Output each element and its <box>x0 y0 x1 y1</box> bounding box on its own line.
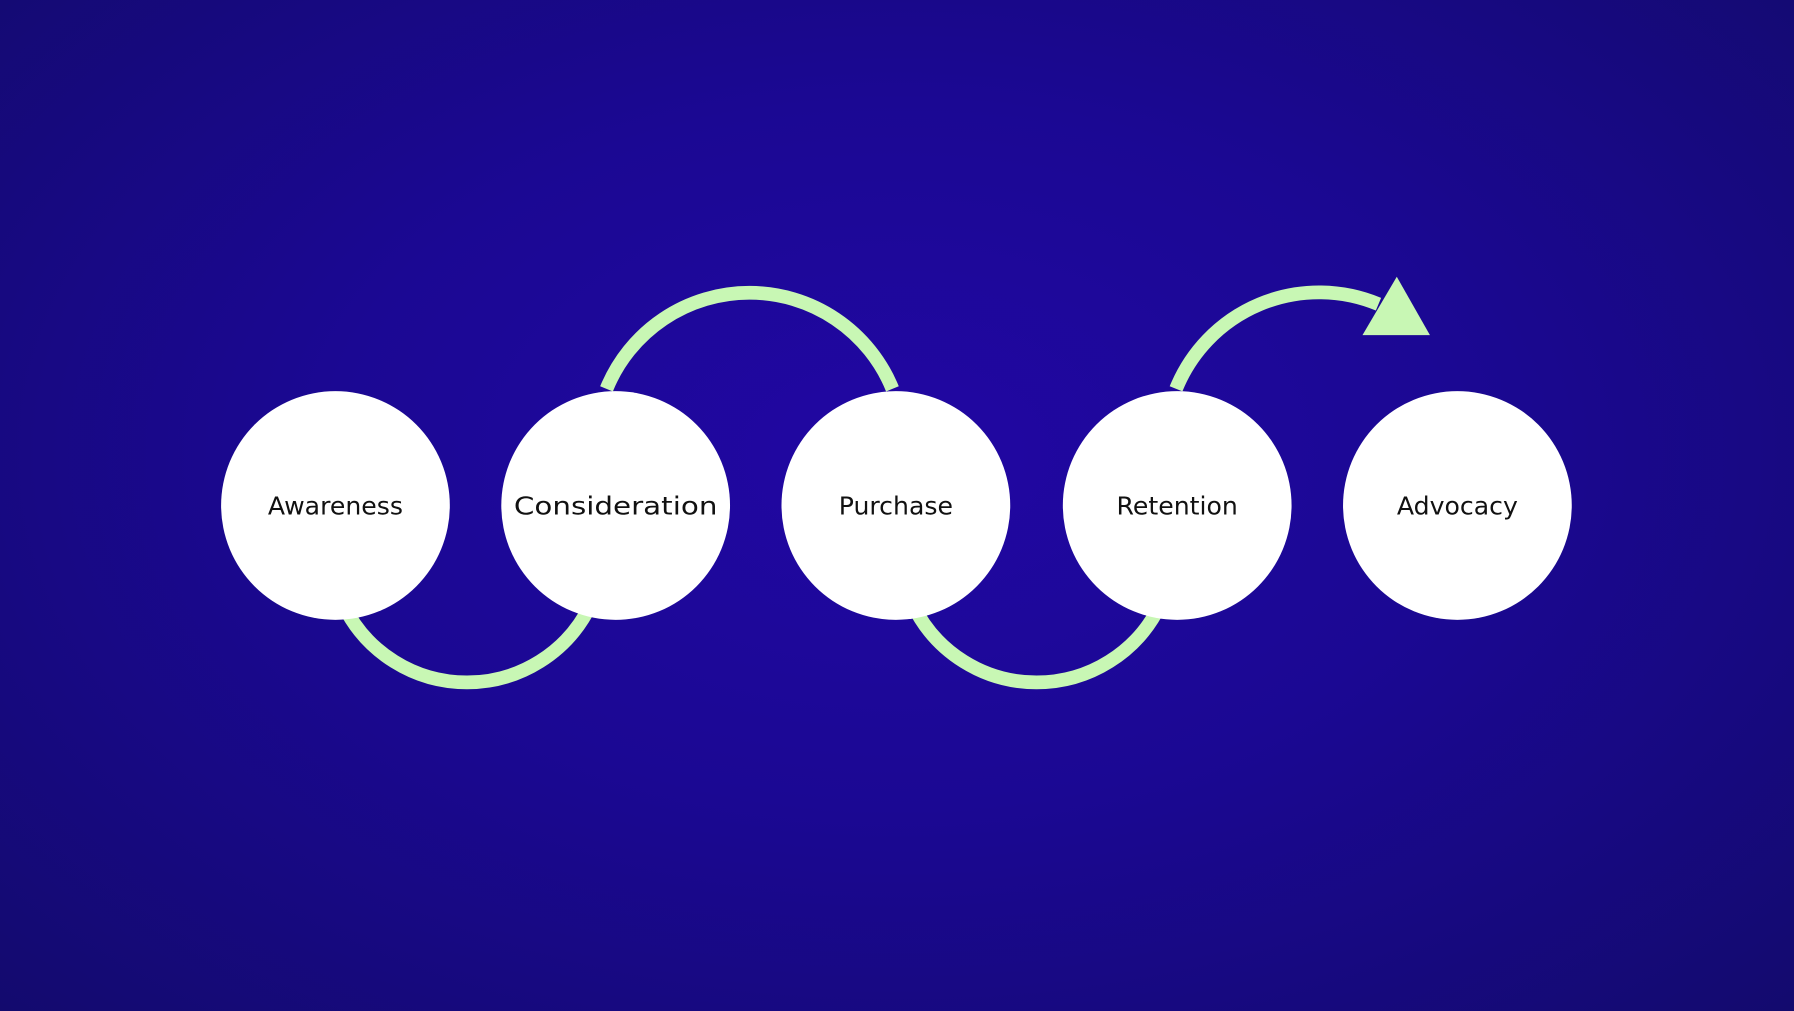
connector-arc-retention-advocacy <box>1169 285 1382 392</box>
stage-node-purchase: Purchase <box>781 391 1011 620</box>
connector-arc-awareness-consideration <box>337 602 597 690</box>
stage-node-consideration: Consideration <box>501 391 731 620</box>
stage-label: Advocacy <box>1397 492 1518 521</box>
stage-label: Purchase <box>839 492 953 521</box>
stage-label: Retention <box>1117 492 1238 521</box>
arrowhead-icon <box>1362 276 1430 336</box>
stage-node-retention: Retention <box>1062 391 1292 620</box>
stage-label: Consideration <box>514 492 718 521</box>
connector-arc-purchase-retention <box>906 602 1167 690</box>
stage-node-awareness: Awareness <box>221 391 450 620</box>
connector-arc-consideration-purchase <box>600 285 899 392</box>
stage-label: Awareness <box>268 492 403 521</box>
stage-node-advocacy: Advocacy <box>1343 391 1572 620</box>
